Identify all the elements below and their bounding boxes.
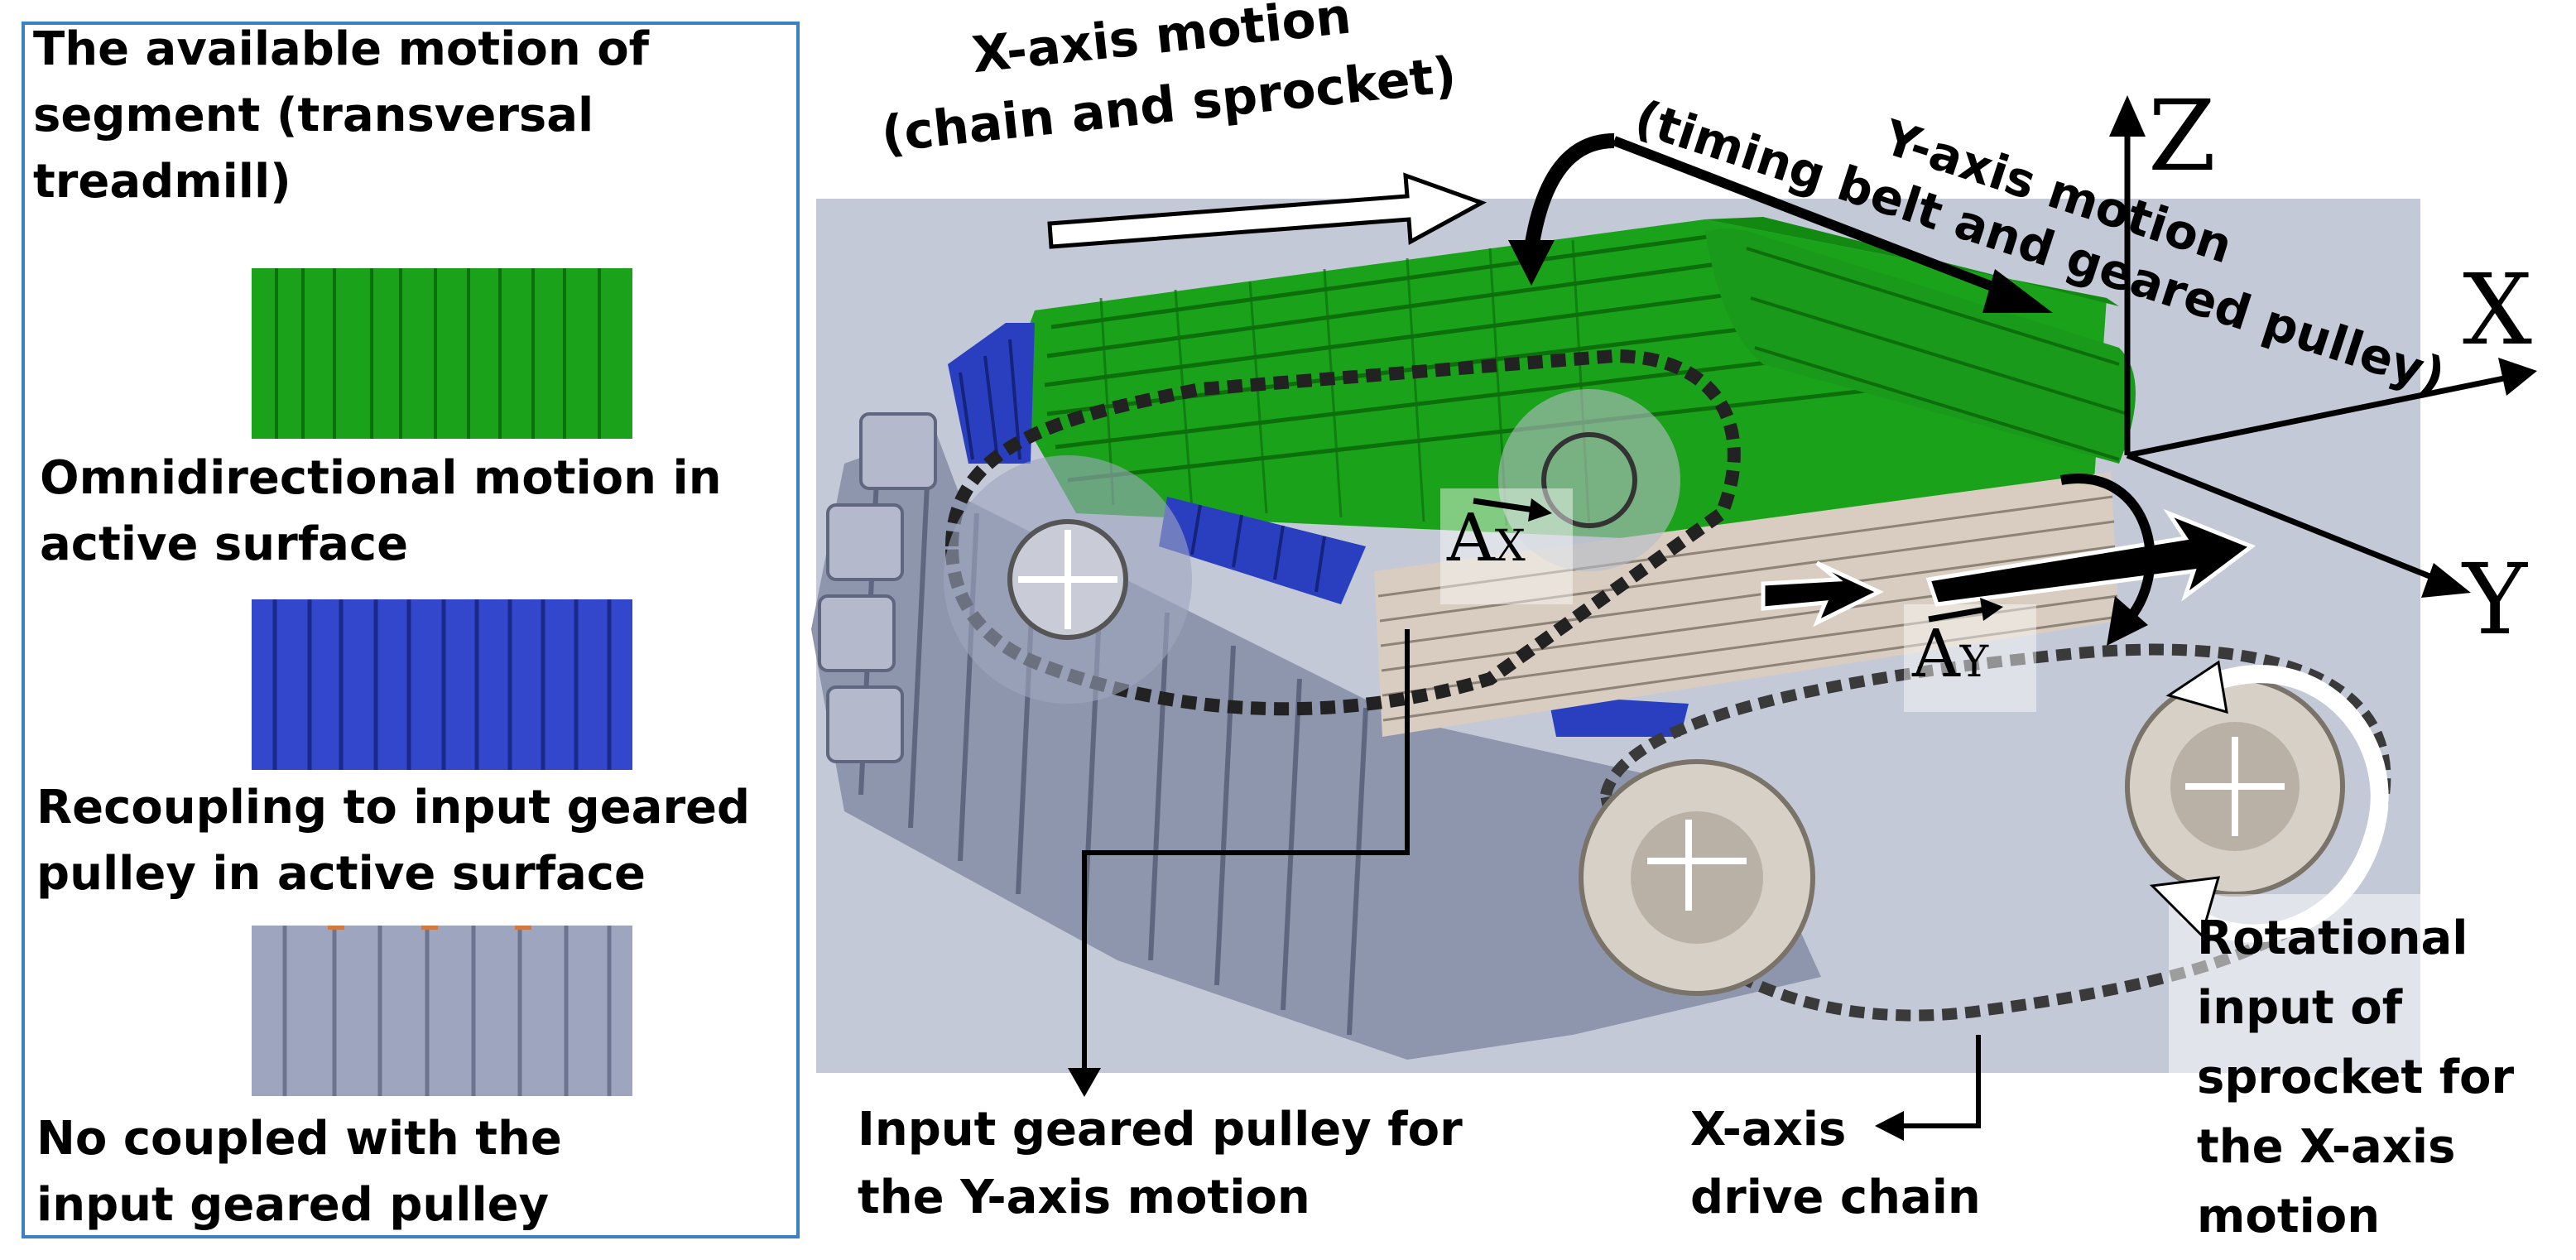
legend-label-gray: No coupled with the input geared pulley: [36, 1112, 562, 1232]
right-sprocket: [2125, 676, 2345, 897]
input-geared-pulley-label: Input geared pulley for the Y-axis motio…: [858, 1103, 1463, 1224]
legend-label-green: Omnidirectional motion in active surface: [40, 451, 722, 571]
coordinate-axes: [2124, 124, 2513, 583]
top-geared-pulley: [1498, 389, 1680, 571]
ay-vector-label: AY: [1912, 615, 1989, 692]
ay-vector-box: [1904, 604, 2036, 712]
legend-label-blue: Recoupling to input geared pulley in act…: [36, 781, 751, 901]
beige-active-strip: [1374, 472, 2119, 737]
surface-arrow-x: [1761, 560, 1884, 628]
surface-arrow-y: [1925, 508, 2256, 607]
blue-segments: [948, 323, 1689, 737]
x-motion-arrow: [1047, 172, 1487, 249]
x-axis-label: X: [2463, 252, 2533, 367]
y-axis-label: Y: [2463, 542, 2527, 656]
bottom-sprocket: [1579, 759, 1815, 996]
ax-vector-label: AX: [1447, 499, 1526, 576]
legend-panel: [22, 22, 800, 1238]
sprocket-rotation-arrow: [2180, 665, 2389, 943]
left-sprocket: [944, 455, 1192, 704]
y-motion-curved-arrow: [1524, 133, 1615, 250]
axis-arrowheads: [2109, 95, 2537, 598]
y-motion-arrow: [1612, 136, 2014, 299]
legend-title: The available motion of segment (transve…: [33, 22, 650, 209]
rotational-input-label: Rotational input of sprocket for the X-a…: [2197, 911, 2515, 1243]
green-belt-end: [1705, 228, 2136, 464]
legend-swatch-green: [252, 268, 632, 439]
legend-swatch-gray: [252, 926, 632, 1096]
z-axis-label: Z: [2148, 79, 2216, 193]
legend-swatch-blue: [252, 599, 632, 770]
leader-lines: [1082, 629, 1981, 1128]
pulley-rotation-arrow: [2059, 474, 2155, 633]
x-axis-drive-chain-label: X-axis drive chain: [1690, 1103, 1981, 1224]
